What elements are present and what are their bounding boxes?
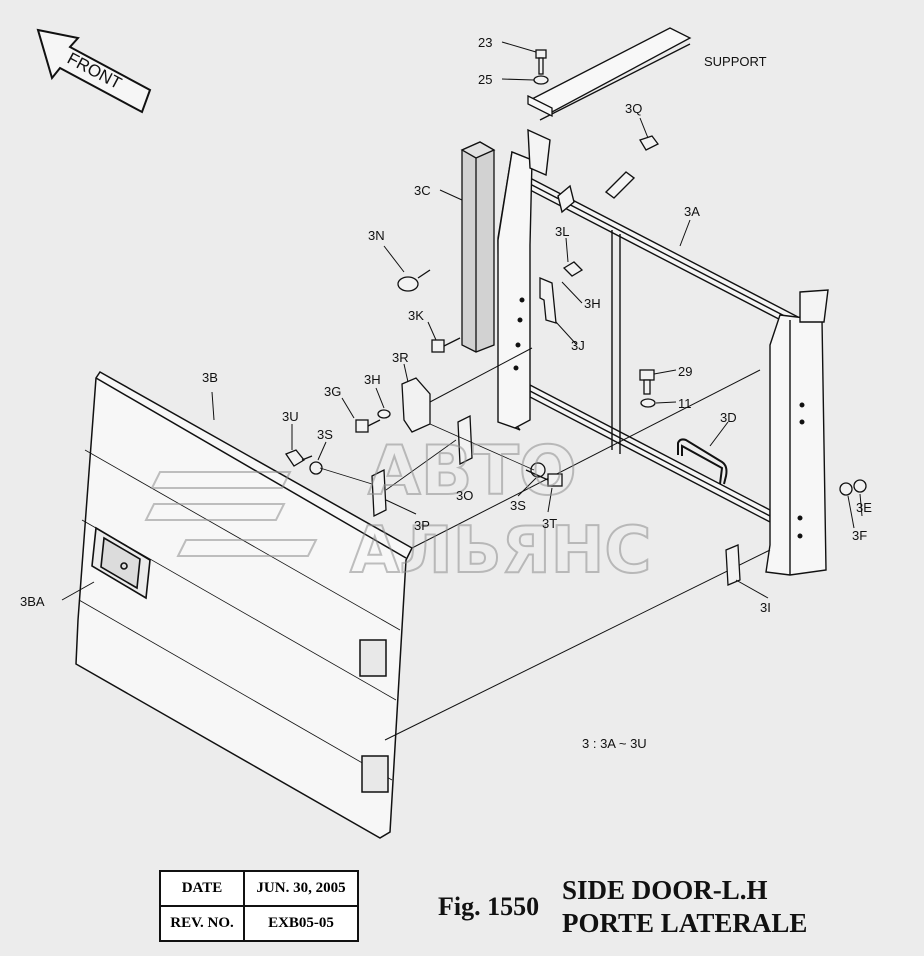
washer-3s-left bbox=[309, 461, 323, 475]
kit-note: 3 : 3A ~ 3U bbox=[582, 736, 647, 751]
callout-3a: 3A bbox=[684, 204, 700, 219]
door-frame bbox=[529, 171, 801, 524]
date-label: DATE bbox=[159, 870, 245, 907]
watermark: АВТО АЛЬЯНС bbox=[144, 431, 652, 589]
callout-3s-left: 3S bbox=[317, 427, 333, 442]
washer-25 bbox=[533, 75, 549, 85]
support-label: SUPPORT bbox=[704, 54, 767, 69]
figure-title: SIDE DOOR-L.H PORTE LATERALE bbox=[562, 874, 807, 940]
plate-3o bbox=[457, 414, 473, 466]
handle-bar bbox=[677, 438, 728, 485]
watermark-line1: АВТО bbox=[368, 432, 577, 511]
exploded-parts-diagram: FRONT bbox=[20, 27, 872, 839]
recessed-handle bbox=[91, 526, 151, 600]
nut-3q bbox=[639, 135, 659, 151]
washer-3f bbox=[839, 482, 853, 496]
callout-3e: 3E bbox=[856, 500, 872, 515]
figure-number: Fig. 1550 bbox=[438, 892, 540, 921]
callout-11: 11 bbox=[678, 396, 692, 411]
callout-3s-right: 3S bbox=[510, 498, 526, 513]
right-post bbox=[765, 289, 829, 576]
callout-3r: 3R bbox=[392, 350, 409, 365]
rev-value: EXB05-05 bbox=[243, 905, 359, 942]
revision-info-table: DATE JUN. 30, 2005 REV. NO. EXB05-05 bbox=[159, 870, 359, 942]
callout-3i: 3I bbox=[760, 600, 771, 615]
bracket-3j bbox=[539, 277, 557, 324]
callout-3n: 3N bbox=[368, 228, 385, 243]
washer-3h bbox=[377, 409, 391, 419]
callout-3ba: 3BA bbox=[20, 594, 45, 609]
callout-3h-lower: 3H bbox=[364, 372, 381, 387]
bolt-3g bbox=[355, 419, 381, 433]
callout-3f: 3F bbox=[852, 528, 867, 543]
callout-25: 25 bbox=[478, 72, 492, 87]
callout-3j: 3J bbox=[571, 338, 585, 353]
fasteners bbox=[285, 49, 867, 586]
left-post bbox=[497, 128, 551, 431]
bolt-23 bbox=[535, 49, 547, 75]
date-row: DATE JUN. 30, 2005 bbox=[159, 870, 359, 907]
leader-lines bbox=[61, 41, 863, 601]
bolt-29 bbox=[639, 369, 655, 395]
callout-3b: 3B bbox=[202, 370, 218, 385]
watermark-line2: АЛЬЯНС bbox=[350, 514, 651, 588]
callout-3t: 3T bbox=[542, 516, 557, 531]
callout-3c: 3C bbox=[414, 183, 431, 198]
callout-3p: 3P bbox=[414, 518, 430, 533]
cap-bolt-3n bbox=[397, 269, 431, 292]
plate-3i bbox=[725, 544, 741, 586]
figure-title-line1: SIDE DOOR-L.H bbox=[562, 875, 768, 905]
bracket-3r bbox=[401, 377, 431, 433]
callout-3g: 3G bbox=[324, 384, 341, 399]
callout-3o: 3O bbox=[456, 488, 473, 503]
bolt-3t bbox=[525, 469, 563, 487]
callout-3u: 3U bbox=[282, 409, 299, 424]
callout-3l: 3L bbox=[555, 224, 569, 239]
callout-3k: 3K bbox=[408, 308, 424, 323]
plate-3p bbox=[371, 468, 387, 518]
callout-3q: 3Q bbox=[625, 101, 642, 116]
callout-3d: 3D bbox=[720, 410, 737, 425]
nut-3l bbox=[562, 261, 584, 277]
figure-title-line2: PORTE LATERALE bbox=[562, 908, 808, 938]
bolt-3k bbox=[431, 337, 461, 353]
washer-11 bbox=[640, 398, 656, 408]
support-rails bbox=[527, 27, 692, 121]
callout-3h-upper: 3H bbox=[584, 296, 601, 311]
bolt-3u bbox=[285, 449, 313, 467]
callout-23: 23 bbox=[478, 35, 492, 50]
nut-3e bbox=[853, 479, 867, 493]
rev-label: REV. NO. bbox=[159, 905, 245, 942]
foam-strip bbox=[460, 141, 496, 353]
date-value: JUN. 30, 2005 bbox=[243, 870, 359, 907]
rev-row: REV. NO. EXB05-05 bbox=[159, 905, 359, 942]
callout-29: 29 bbox=[678, 364, 692, 379]
front-arrow: FRONT bbox=[36, 28, 152, 114]
